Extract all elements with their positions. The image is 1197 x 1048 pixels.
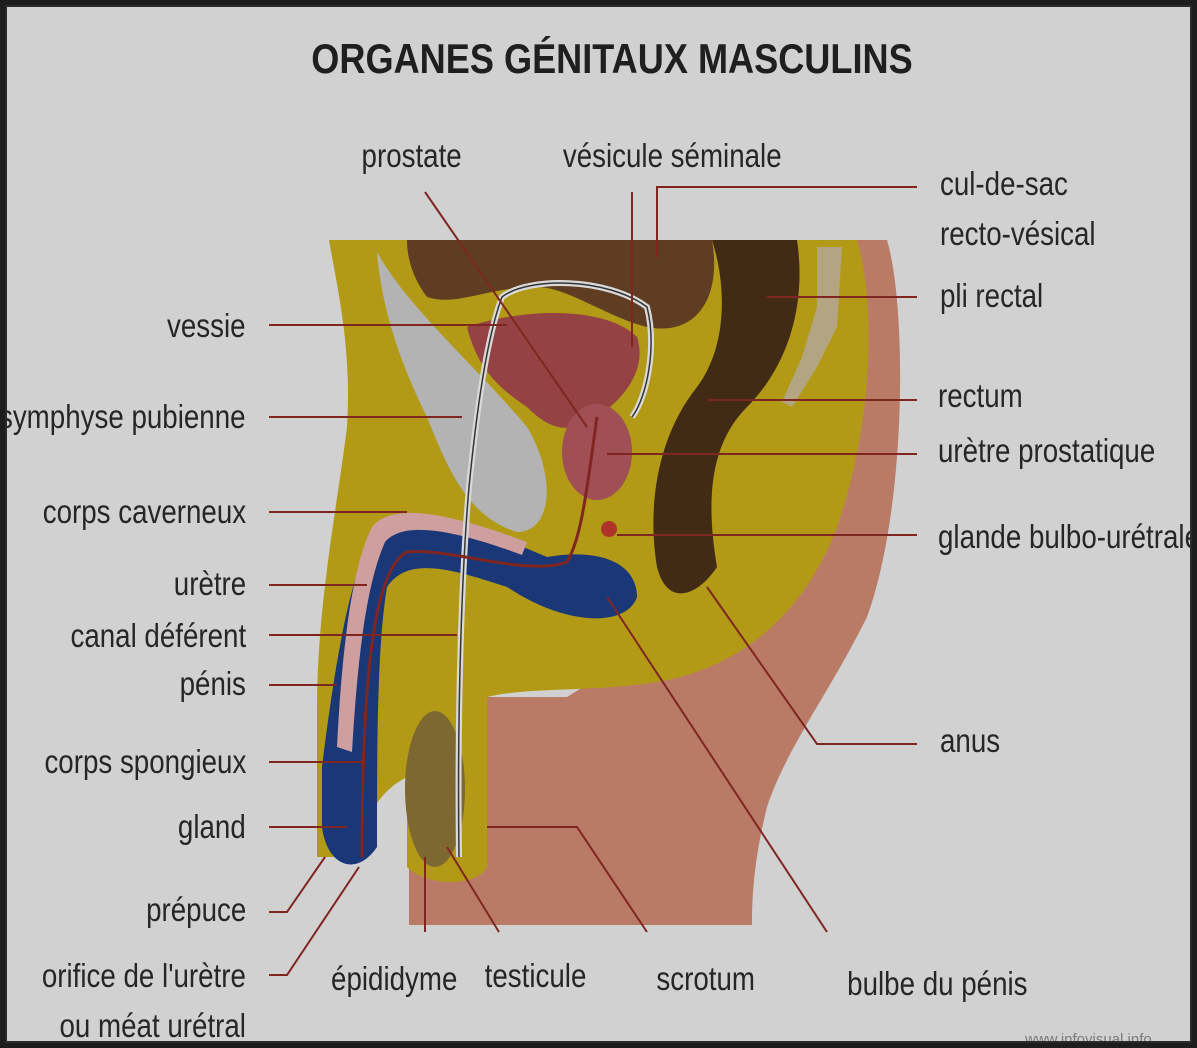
label-recto-vesical: recto-vésical	[940, 217, 1096, 250]
label-glande-bulbo-uretrale: glande bulbo-urétrale	[938, 520, 1192, 553]
label-vesicule-seminale: vésicule séminale	[563, 139, 782, 172]
label-testicule: testicule	[485, 959, 587, 992]
label-prostate: prostate	[362, 139, 462, 172]
label-anus: anus	[940, 724, 1000, 757]
leader-prepuce	[269, 857, 325, 912]
diagram-frame: ORGANES GÉNITAUX MASCULINS	[5, 5, 1192, 1043]
label-vessie: vessie	[167, 309, 246, 342]
label-cul-de-sac: cul-de-sac	[940, 167, 1068, 200]
watermark: www.infovisual.info	[1025, 1031, 1152, 1043]
label-uretre: urètre	[174, 567, 246, 600]
bulbourethral-gland-shape	[601, 521, 617, 537]
leader-orifice	[269, 867, 359, 975]
label-corps-caverneux: corps caverneux	[43, 495, 246, 528]
label-scrotum: scrotum	[656, 962, 755, 995]
label-orifice-uretre: orifice de l'urètre	[42, 959, 246, 992]
label-corps-spongieux: corps spongieux	[44, 745, 246, 778]
label-rectum: rectum	[938, 379, 1023, 412]
label-uretre-prostatique: urètre prostatique	[938, 434, 1155, 467]
label-canal-deferent: canal déférent	[70, 619, 246, 652]
label-meat-uretral: ou méat urétral	[60, 1009, 246, 1042]
label-bulbe-du-penis: bulbe du pénis	[847, 967, 1027, 1000]
label-symphyse-pubienne: symphyse pubienne	[5, 400, 246, 433]
label-epididyme: épididyme	[331, 962, 457, 995]
label-prepuce: prépuce	[146, 893, 246, 926]
label-pli-rectal: pli rectal	[940, 279, 1043, 312]
label-gland: gland	[178, 810, 246, 843]
label-penis: pénis	[180, 667, 246, 700]
